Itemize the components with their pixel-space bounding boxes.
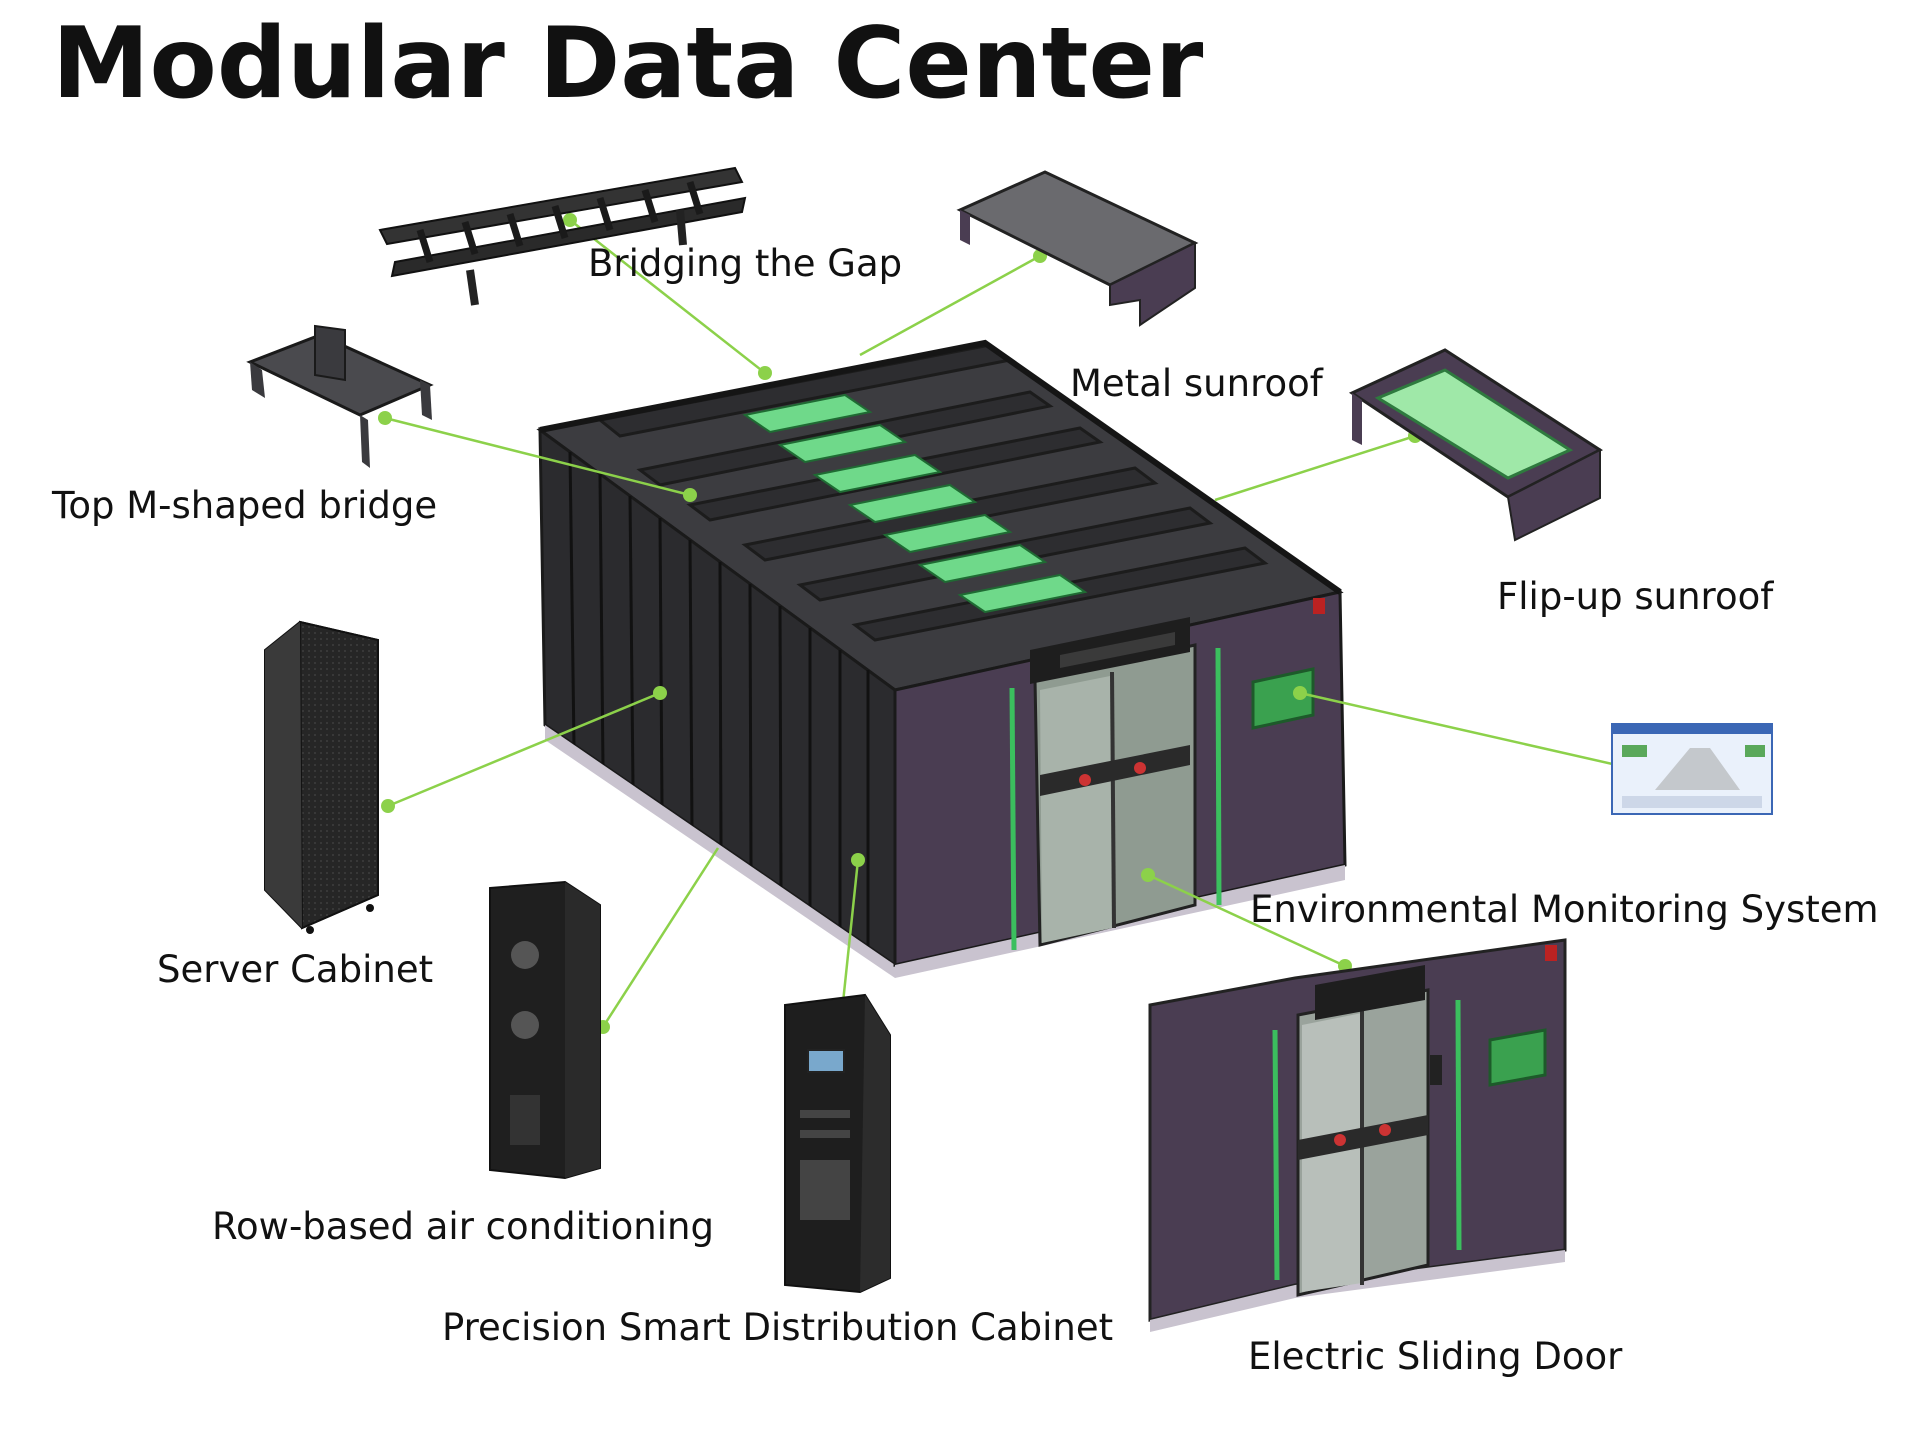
label-server-cabinet: Server Cabinet: [157, 948, 434, 991]
page-title: Modular Data Center: [52, 7, 1204, 121]
leader-dots: [378, 213, 1637, 1034]
metal-sunroof-component: [956, 170, 1199, 327]
cable-ladder-component: [378, 166, 747, 306]
distribution-cabinet-component: [784, 993, 891, 1294]
label-electric-sliding-door: Electric Sliding Door: [1248, 1335, 1623, 1378]
label-flip-up-sunroof: Flip-up sunroof: [1497, 575, 1774, 618]
label-row-based-air-conditioning: Row-based air conditioning: [212, 1205, 714, 1248]
label-top-m-shaped-bridge: Top M-shaped bridge: [52, 484, 438, 527]
label-metal-sunroof: Metal sunroof: [1070, 362, 1323, 405]
sliding-door-component: [1148, 938, 1567, 1332]
monitoring-screen-component: [1611, 723, 1773, 815]
label-bridging-the-gap: Bridging the Gap: [588, 242, 903, 285]
label-environmental-monitoring-system: Environmental Monitoring System: [1250, 888, 1879, 931]
flip-up-sunroof-component: [1348, 348, 1604, 542]
label-precision-smart-distribution-cabinet: Precision Smart Distribution Cabinet: [442, 1306, 1114, 1349]
row-air-conditioner-component: [489, 880, 601, 1180]
modular-data-center-block: [536, 339, 1347, 978]
m-shaped-bridge-component: [246, 324, 434, 468]
server-cabinet-component: [264, 620, 379, 934]
leader-lines: [384, 219, 1631, 1028]
